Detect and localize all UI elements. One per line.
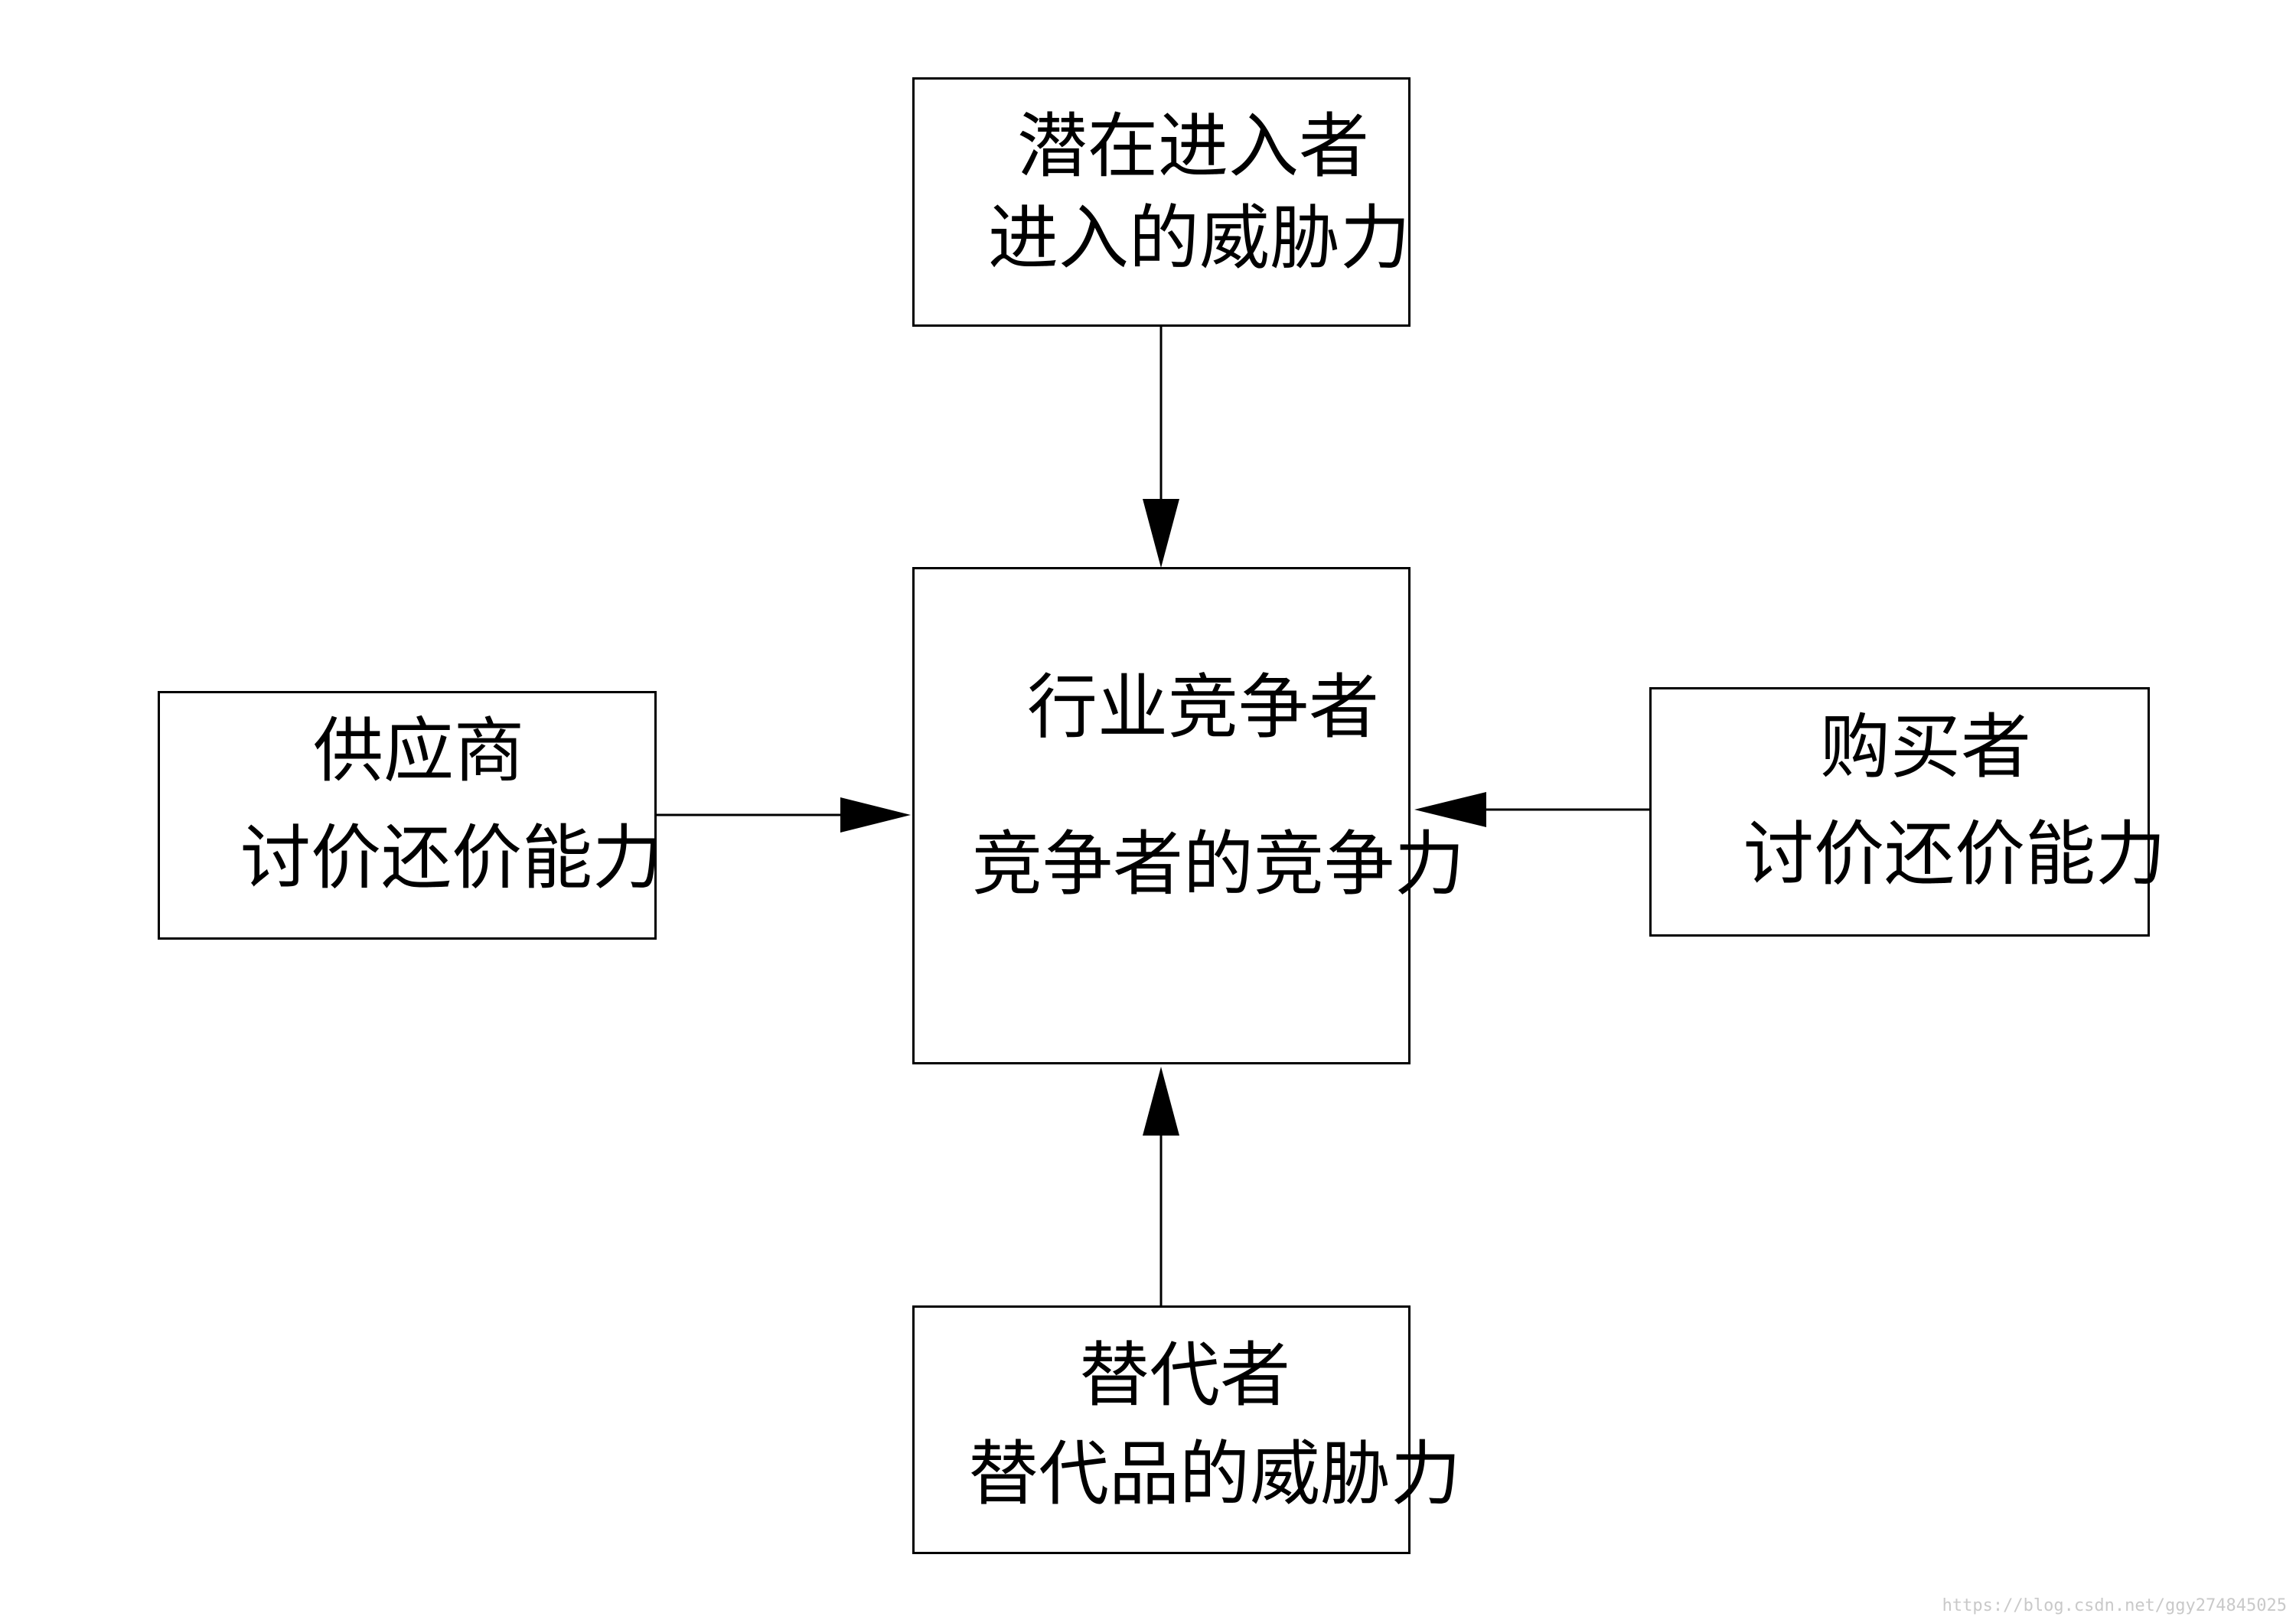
watermark: https://blog.csdn.net/ggy274845025 <box>1942 1596 2287 1615</box>
substitutes-title: 替代者 <box>1079 1335 1291 1416</box>
buyers-arrowhead <box>1414 792 1486 827</box>
rivals-title: 行业竞争者 <box>1027 666 1380 748</box>
substitutes-threat: 替代品的威胁力 <box>968 1433 1462 1515</box>
rivals-competition: 竞争者的竞争力 <box>972 823 1466 905</box>
entrants-title: 潜在进入者 <box>1017 106 1370 187</box>
suppliers-box: 供应商 讨价还价能力 <box>158 691 663 940</box>
buyers-bargaining-power: 讨价还价能力 <box>1743 813 2167 895</box>
entrants-arrowhead <box>1143 499 1179 568</box>
suppliers-bargaining-power: 讨价还价能力 <box>240 817 664 899</box>
rivals-box: 行业竞争者 竞争者的竞争力 <box>912 567 1465 1064</box>
entrants-box: 潜在进入者 进入的威胁力 <box>912 77 1411 327</box>
entrants-threat: 进入的威胁力 <box>988 197 1411 279</box>
substitutes-arrowhead <box>1143 1067 1179 1136</box>
buyers-title: 购买者 <box>1820 706 2032 788</box>
suppliers-arrowhead <box>840 797 911 833</box>
substitutes-box: 替代者 替代品的威胁力 <box>912 1305 1461 1554</box>
suppliers-title: 供应商 <box>313 710 525 792</box>
buyers-box: 购买者 讨价还价能力 <box>1649 687 2166 937</box>
